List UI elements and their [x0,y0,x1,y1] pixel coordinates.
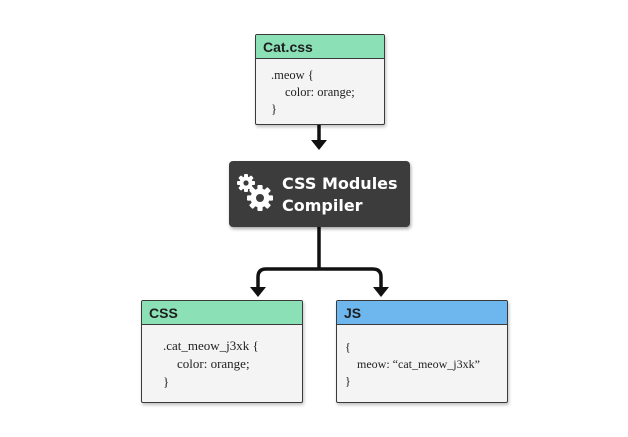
compiler-label-line2: Compiler [282,196,363,215]
code-line: meow: “cat_meow_j3xk” [357,357,480,371]
compiler-label: CSS Modules Compiler [282,173,398,217]
code-line: color: orange; [285,85,355,99]
arrowhead-source-to-compiler [311,140,327,150]
css-output-title: CSS [149,305,178,321]
arrowhead-to-js [373,287,389,297]
source-file-header: Cat.css [256,35,384,59]
css-output-code: .cat_meow_j3xk { color: orange; } [142,325,302,391]
code-line: .cat_meow_j3xk { [163,338,259,353]
js-output-header: JS [337,301,507,325]
css-output-box: CSS .cat_meow_j3xk { color: orange; } [141,300,303,403]
compiler-label-line1: CSS Modules [282,174,398,193]
arrowhead-to-css [250,287,266,297]
compiler-box: CSS Modules Compiler [229,161,410,227]
code-line: { [345,340,351,354]
js-output-box: JS { meow: “cat_meow_j3xk” } [336,300,508,403]
js-output-title: JS [344,305,362,321]
code-line: } [163,374,170,389]
code-line: } [271,102,277,116]
source-file-box: Cat.css .meow { color: orange; } [255,34,385,125]
gears-icon [237,174,273,211]
arrow-compiler-to-outputs [256,227,383,288]
code-line: .meow { [271,68,314,82]
source-file-code: .meow { color: orange; } [256,59,384,118]
js-output-code: { meow: “cat_meow_j3xk” } [337,325,507,390]
code-line: color: orange; [177,356,250,371]
css-output-header: CSS [142,301,302,325]
source-file-title: Cat.css [263,39,313,55]
code-line: } [345,374,351,388]
